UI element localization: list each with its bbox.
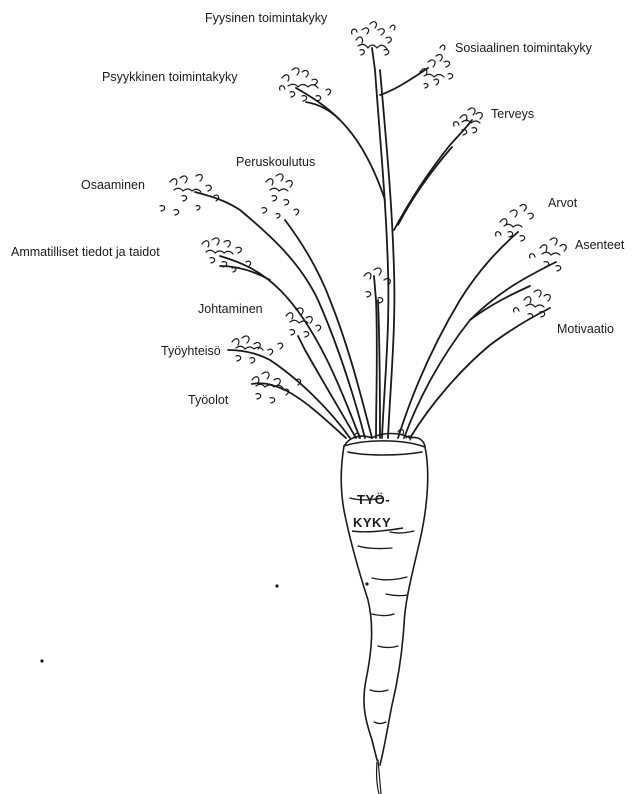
label-tyoyhteiso: Työyhteisö <box>161 344 221 358</box>
label-osaaminen: Osaaminen <box>81 178 145 192</box>
label-motivaatio: Motivaatio <box>557 322 614 336</box>
label-psyykkinen-toimintakyky: Psyykkinen toimintakyky <box>102 70 237 84</box>
label-peruskoulutus: Peruskoulutus <box>236 155 315 169</box>
label-ammatilliset-tiedot-ja-taidot: Ammatilliset tiedot ja taidot <box>11 245 160 259</box>
label-tyoolot: Työolot <box>188 393 228 407</box>
carrot-root-body <box>341 441 428 765</box>
root-label-line2: KYKY <box>353 515 391 531</box>
label-asenteet: Asenteet <box>575 238 624 252</box>
root-label-line1: TYÖ- <box>357 492 390 508</box>
label-johtaminen: Johtaminen <box>198 302 263 316</box>
label-fyysinen-toimintakyky: Fyysinen toimintakyky <box>205 11 327 25</box>
label-arvot: Arvot <box>548 196 577 210</box>
label-sosiaalinen-toimintakyky: Sosiaalinen toimintakyky <box>455 41 592 55</box>
carrot-leaves <box>160 22 566 440</box>
label-terveys: Terveys <box>491 107 534 121</box>
